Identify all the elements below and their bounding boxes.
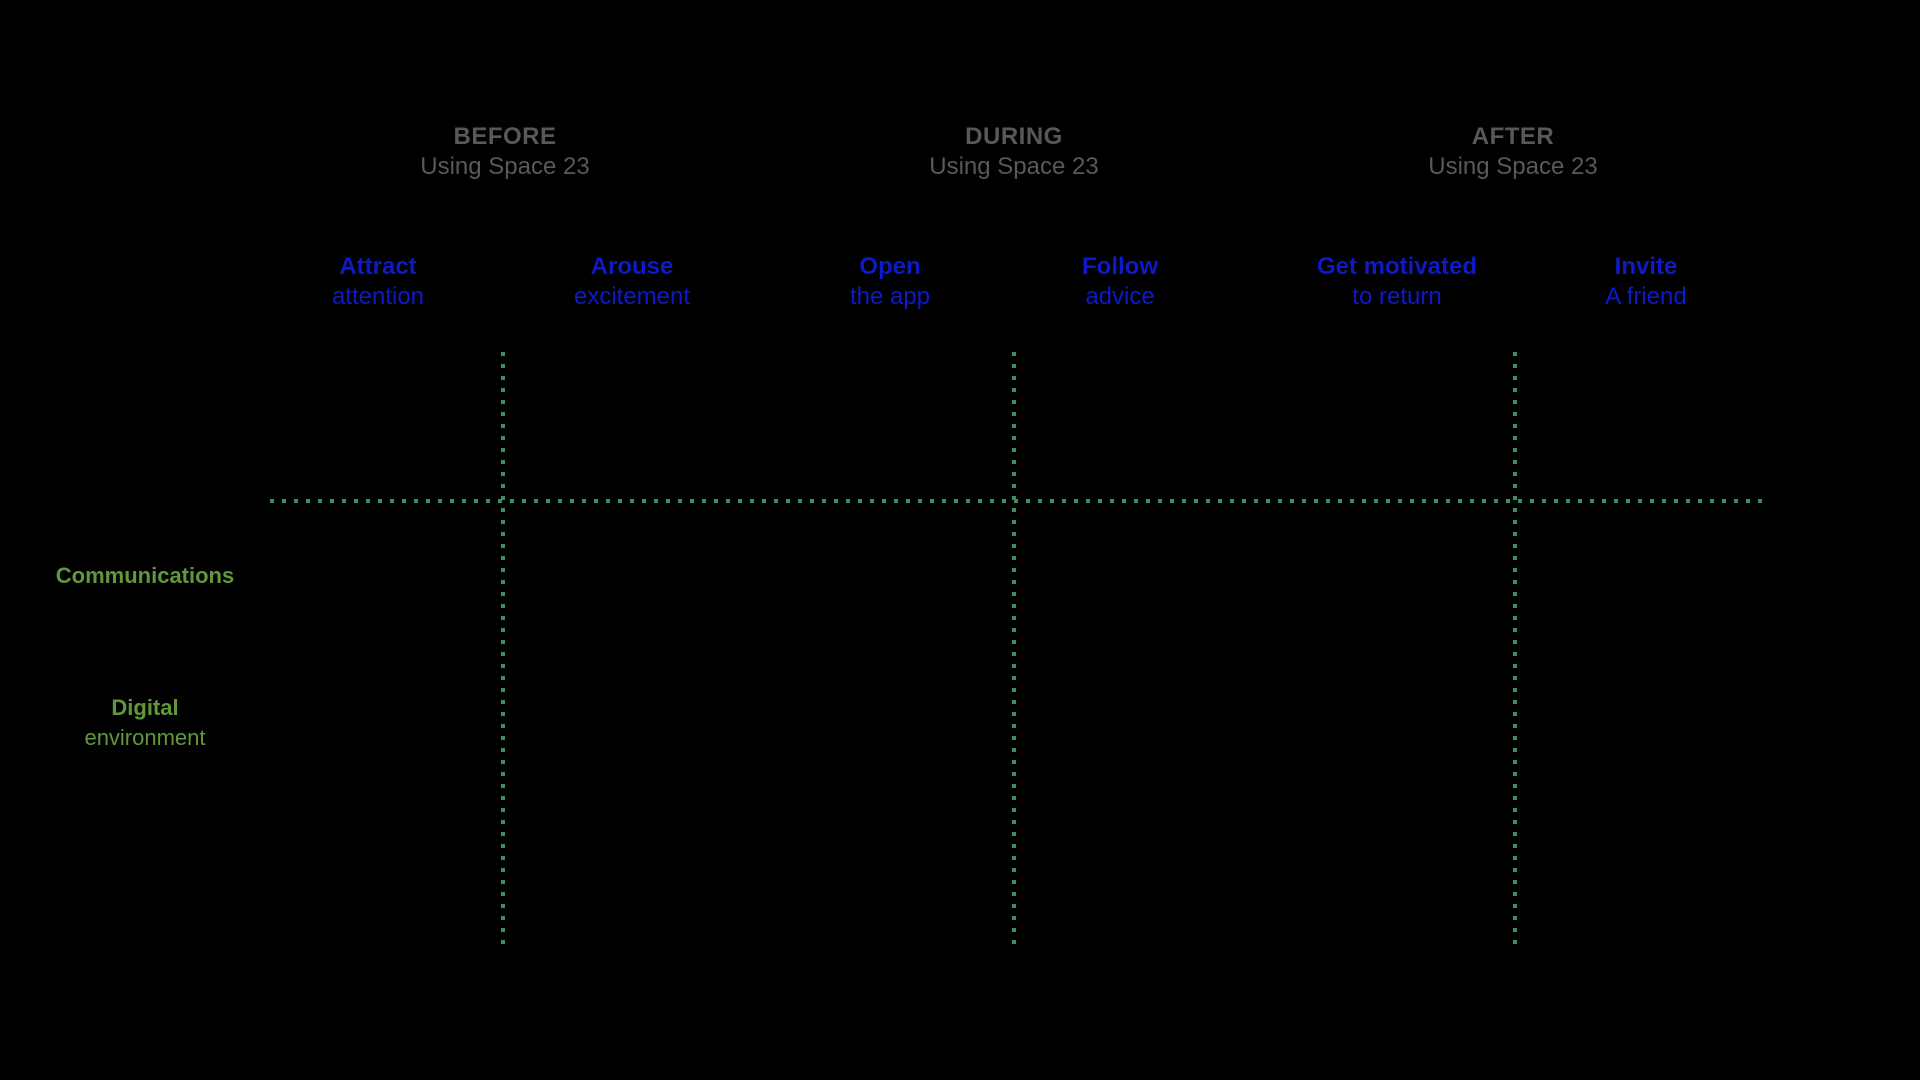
row-title: Communications <box>55 563 235 588</box>
phase-subtitle: Using Space 23 <box>1428 153 1598 180</box>
grid-line-horizontal <box>270 499 1762 503</box>
stage-open-the-app: Open the app <box>740 252 1040 312</box>
stage-title: Arouse <box>590 253 674 280</box>
phase-header-during: DURING Using Space 23 <box>834 122 1194 182</box>
phase-name: DURING <box>965 123 1063 150</box>
row-subtitle: environment <box>84 725 206 750</box>
phase-header-before: BEFORE Using Space 23 <box>325 122 685 182</box>
grid-line-vertical-1 <box>501 352 505 944</box>
stage-subtitle: attention <box>331 283 425 310</box>
stage-attract-attention: Attract attention <box>228 252 528 312</box>
stage-subtitle: excitement <box>573 283 691 310</box>
row-label-communications: Communications <box>5 561 285 591</box>
stage-subtitle: advice <box>1085 283 1155 310</box>
stage-get-motivated-to-return: Get motivated to return <box>1247 252 1547 312</box>
stage-follow-advice: Follow advice <box>970 252 1270 312</box>
grid-line-vertical-2 <box>1012 352 1016 944</box>
stage-title: Invite <box>1614 253 1678 280</box>
row-title: Digital <box>111 695 179 720</box>
stage-subtitle: the app <box>849 283 931 310</box>
row-label-digital-environment: Digital environment <box>5 693 285 753</box>
grid-line-vertical-3 <box>1513 352 1517 944</box>
stage-title: Get motivated <box>1316 253 1478 280</box>
stage-title: Follow <box>1082 253 1158 280</box>
stage-arouse-excitement: Arouse excitement <box>482 252 782 312</box>
stage-subtitle: A friend <box>1605 283 1687 310</box>
phase-name: AFTER <box>1471 123 1555 150</box>
phase-subtitle: Using Space 23 <box>929 153 1099 180</box>
phase-name: BEFORE <box>453 123 557 150</box>
stage-invite-a-friend: Invite A friend <box>1496 252 1796 312</box>
phase-subtitle: Using Space 23 <box>420 153 590 180</box>
stage-subtitle: to return <box>1352 283 1442 310</box>
stage-title: Attract <box>339 253 417 280</box>
stage-title: Open <box>859 253 921 280</box>
phase-header-after: AFTER Using Space 23 <box>1333 122 1693 182</box>
